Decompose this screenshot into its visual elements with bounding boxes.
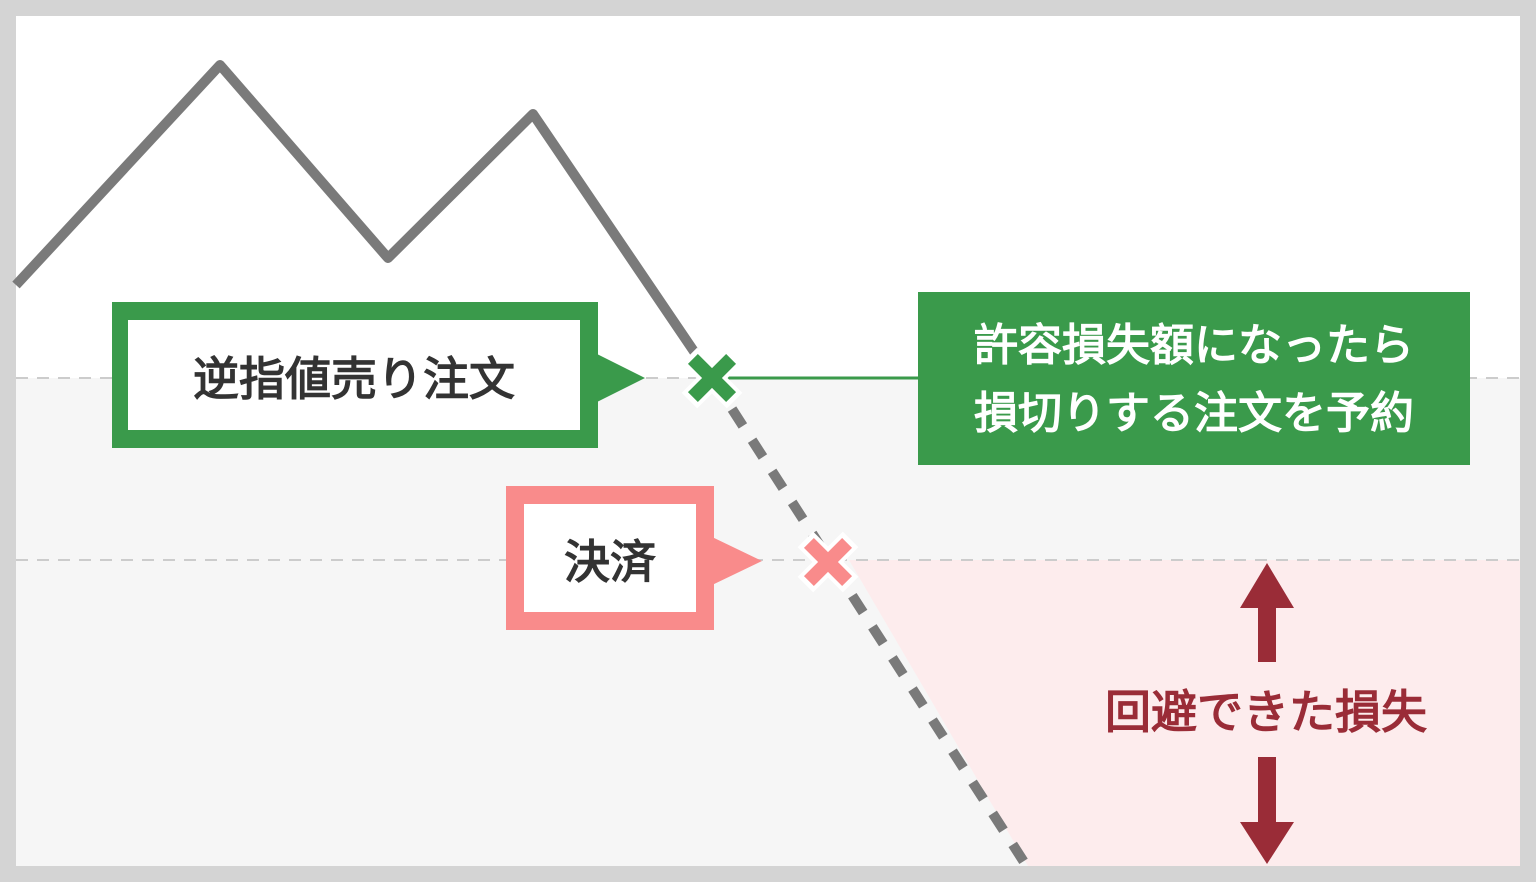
annotation-line-1: 許容損失額になったら: [974, 320, 1414, 371]
stop-order-callout-pointer: [593, 352, 645, 404]
annotation-line-2: 損切りする注文を予約: [974, 388, 1414, 439]
cross-mark-icon: [681, 347, 743, 409]
settlement-callout-inner: [524, 504, 696, 612]
arrow-up-icon: [1240, 563, 1294, 662]
annotation-box: 許容損失額になったら 損切りする注文を予約: [918, 292, 1470, 465]
annotation-box-background: [918, 292, 1470, 465]
settlement-label: 決済: [564, 535, 657, 589]
settlement-callout: 決済: [506, 486, 762, 630]
arrow-down-icon: [1240, 757, 1294, 864]
price-line-solid: [12, 60, 717, 381]
stop-order-callout-inner: [128, 320, 580, 430]
avoided-loss-zone: [849, 560, 1520, 866]
avoided-loss-indicator: 回避できた損失: [1105, 563, 1428, 864]
stop-order-callout: 逆指値売り注文: [112, 302, 645, 448]
stop-order-label: 逆指値売り注文: [193, 352, 515, 406]
cross-mark-icon: [797, 531, 859, 593]
settlement-callout-pointer: [710, 536, 762, 586]
avoided-loss-label: 回避できた損失: [1105, 685, 1428, 739]
